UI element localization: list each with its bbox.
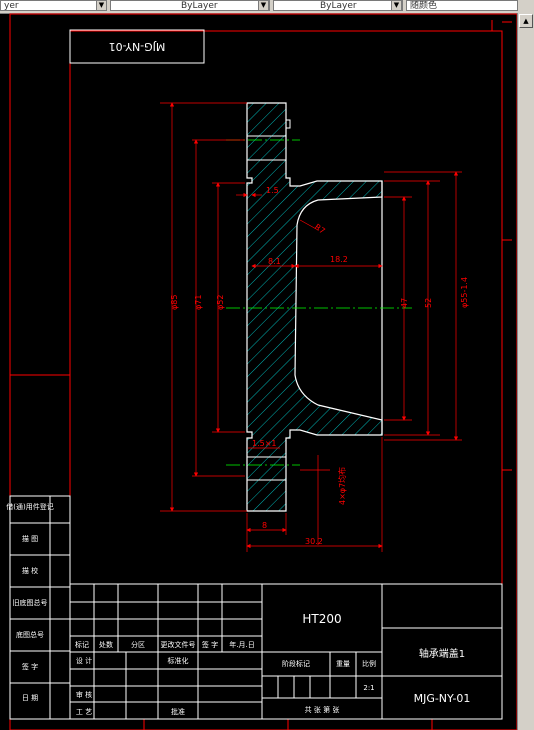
dim-18-2: 18.2 [330,255,348,264]
tb-review: 审 核 [76,690,92,699]
tb-material: HT200 [302,612,341,626]
dim-d52: φ52 [216,295,225,310]
tb-scale-value: 2:1 [363,684,374,692]
dim-52: 52 [424,298,433,308]
tb-scale: 比例 [362,659,376,668]
dim-4xd7: 4×φ7均布 [337,467,347,505]
linetype-dropdown-value: ByLayer [320,1,357,11]
side-label-1: 描 图 [22,534,38,543]
tb-count: 处数 [99,640,113,649]
dim-r7: R7 [313,222,327,235]
color-dropdown-value: ByLayer [181,1,218,11]
dimension-texts: 1.5 R7 8.1 18.2 φ85 φ71 φ52 47 52 φ55-1.… [170,186,469,546]
plotstyle-dropdown[interactable]: 随颜色 [406,0,518,11]
dim-1-5x1: 1.5×1 [252,439,277,448]
dimension-lines [160,102,462,552]
dim-30-2: 30.2 [305,537,323,546]
drawing-code-box [69,29,205,64]
tb-zone: 分区 [131,640,145,649]
bearing-cover-section [246,102,383,512]
dim-d71: φ71 [194,295,203,310]
dim-d85: φ85 [170,295,179,310]
chevron-down-icon[interactable]: ▼ [258,0,269,11]
dim-1-5: 1.5 [266,186,279,195]
chevron-down-icon[interactable]: ▼ [391,0,402,11]
tb-change-doc: 更改文件号 [161,640,196,649]
tb-weight: 重量 [336,660,350,668]
tb-design: 设 计 [76,656,92,665]
tb-sign: 签 字 [202,640,218,649]
scroll-up-icon[interactable]: ▲ [519,14,533,28]
title-block: 标记 处数 分区 更改文件号 签 字 年.月.日 设 计 标准化 审 核 工 艺… [69,583,503,720]
tb-standardize: 标准化 [168,656,189,665]
properties-toolbar: yer ▼ ByLayer ▼ ByLayer ▼ 随颜色 [0,0,534,14]
dim-8-1: 8.1 [268,257,281,266]
tb-part-name: 轴承端盖1 [419,647,465,660]
tb-sheets: 共 张 第 张 [305,705,340,714]
tb-process: 工 艺 [76,708,92,716]
chevron-down-icon[interactable]: ▼ [96,0,107,11]
side-label-5: 签 字 [22,662,38,671]
layer-dropdown-value: yer [4,1,19,11]
side-label-3: 旧底图总号 [13,598,48,607]
side-label-6: 日 期 [22,694,38,702]
dim-8: 8 [262,521,267,530]
frame-ticks [10,20,512,730]
side-label-4: 底图总号 [16,630,44,639]
tb-stage: 阶段标记 [282,659,310,668]
dim-d55: φ55-1.4 [460,277,469,308]
vertical-scrollbar[interactable]: ▲ [517,13,534,730]
dim-47: 47 [400,298,409,308]
side-label-0: 借(通)用件登记 [6,502,53,511]
tb-approve: 批准 [171,707,185,716]
drawing-code-text: MJG-NY-01 [109,40,166,53]
color-dropdown[interactable]: ByLayer [110,0,270,11]
tb-drawing-no: MJG-NY-01 [414,692,471,705]
linetype-dropdown[interactable]: ByLayer [273,0,403,11]
tb-date: 年.月.日 [229,640,254,649]
side-label-2: 描 校 [22,566,38,575]
left-registry-column: 借(通)用件登记 描 图 描 校 旧底图总号 底图总号 签 字 日 期 [6,495,71,720]
tb-marker: 标记 [75,640,89,649]
plotstyle-dropdown-value: 随颜色 [410,1,438,11]
